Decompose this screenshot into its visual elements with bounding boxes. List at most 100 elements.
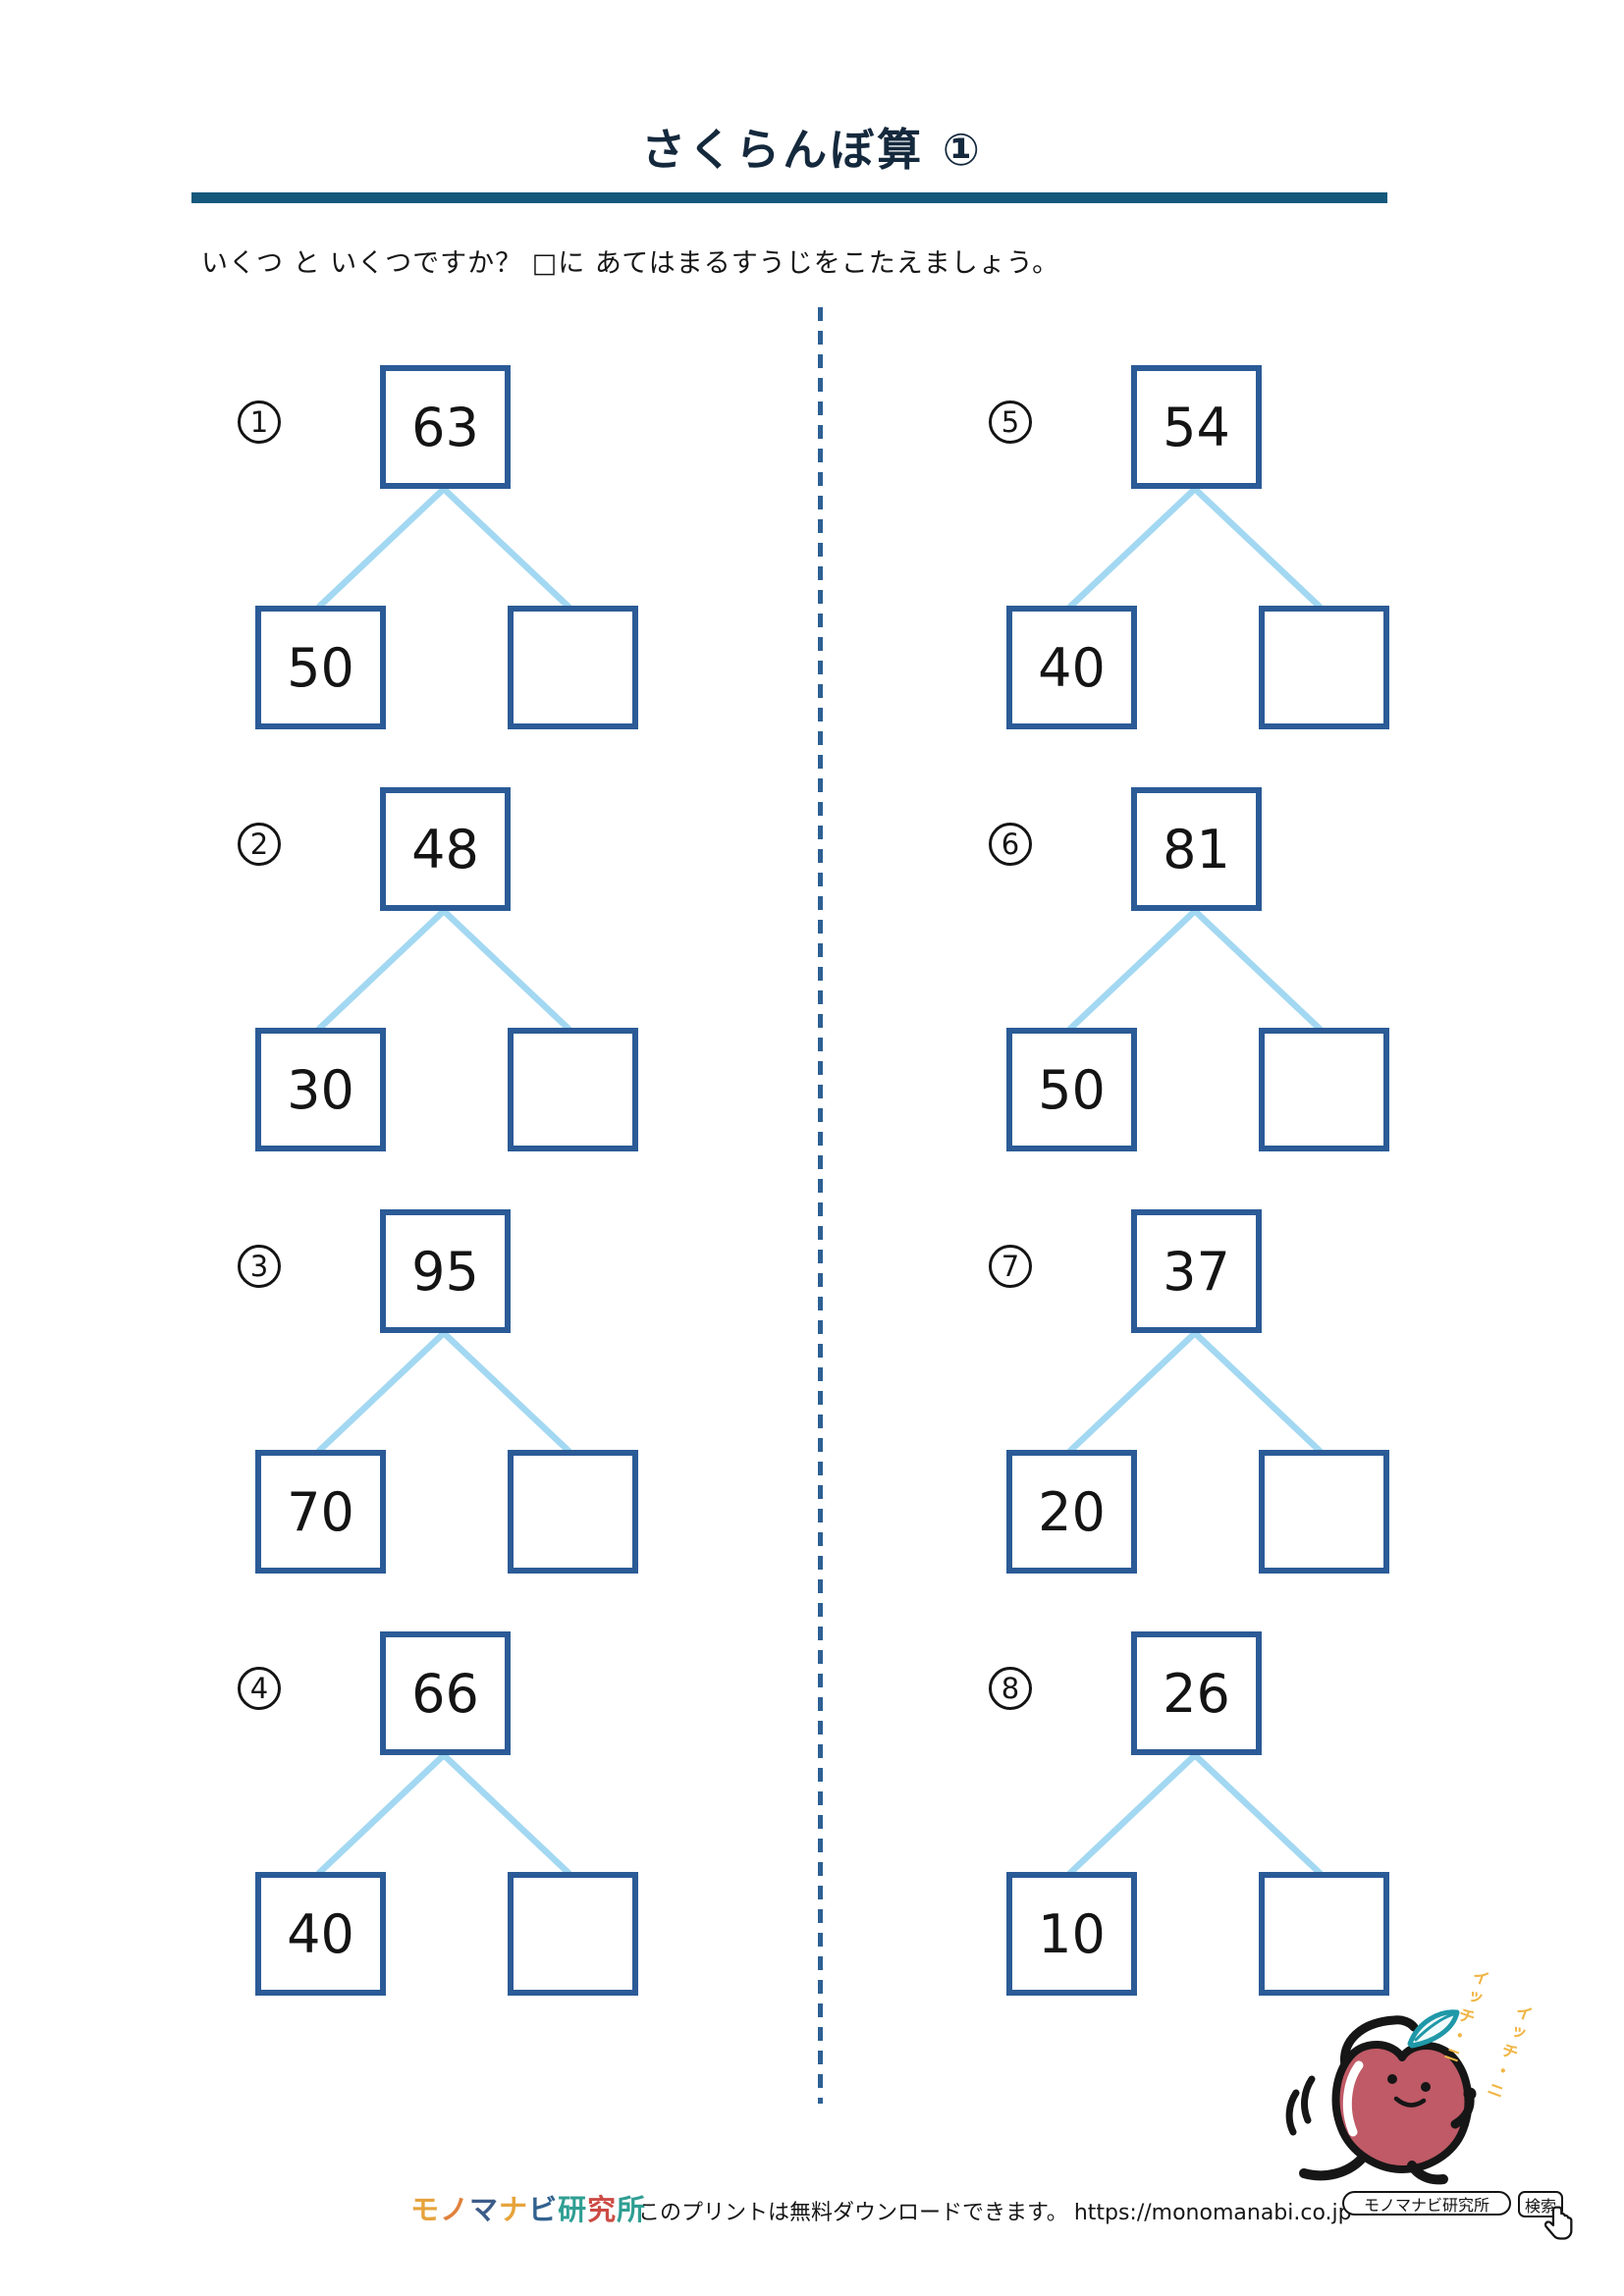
problem-4: 4 66 40 <box>226 1631 658 1997</box>
known-part-box: 50 <box>255 606 386 729</box>
problem-number: 3 <box>249 1250 269 1283</box>
total-box: 95 <box>380 1209 511 1333</box>
apple-mascot: イッチ・ニ イッチ・ニ <box>1263 1951 1597 2226</box>
total-box: 37 <box>1131 1209 1262 1333</box>
logo-char: 究 <box>587 2193 618 2226</box>
problem-number: 6 <box>1001 828 1020 861</box>
footer-url[interactable]: https://monomanabi.co.jp <box>1073 2201 1352 2225</box>
logo-char: モ <box>410 2193 441 2226</box>
known-part-value: 20 <box>1038 1480 1106 1543</box>
apple-highlight <box>1342 2060 1364 2137</box>
known-part-box: 70 <box>255 1450 386 1574</box>
answer-box[interactable] <box>1259 1028 1389 1151</box>
apple-smile <box>1393 2096 1427 2108</box>
page-title: さくらんぼ算 ① <box>641 124 983 176</box>
problem-number-badge: 6 <box>989 823 1032 866</box>
logo-char: 研 <box>558 2193 588 2226</box>
total-value: 26 <box>1163 1662 1230 1725</box>
problem-6: 6 81 50 <box>977 787 1409 1152</box>
answer-box[interactable] <box>1259 1872 1389 1996</box>
answer-box[interactable] <box>1259 606 1389 729</box>
problem-3: 3 95 70 <box>226 1209 658 1575</box>
known-part-box: 50 <box>1006 1028 1137 1151</box>
footer-note-line: このプリントは無料ダウンロードできます。https://monomanabi.c… <box>638 2195 1352 2226</box>
total-value: 54 <box>1163 396 1230 458</box>
apple-character-illustration <box>1285 2009 1477 2185</box>
problem-number-badge: 1 <box>238 400 281 444</box>
total-value: 81 <box>1163 818 1230 881</box>
total-box: 66 <box>380 1631 511 1755</box>
problem-number-badge: 2 <box>238 823 281 866</box>
leaf-icon <box>1407 2009 1460 2049</box>
motion-line <box>1301 2075 1316 2124</box>
known-part-value: 40 <box>287 1902 354 1965</box>
known-part-value: 70 <box>287 1480 354 1543</box>
branch-lines <box>1066 1329 1324 1455</box>
total-box: 54 <box>1131 365 1262 489</box>
problem-2: 2 48 30 <box>226 787 658 1152</box>
cursor-hand-icon <box>1543 2206 1573 2240</box>
branch-lines <box>1066 907 1324 1033</box>
problem-number: 8 <box>1001 1672 1020 1705</box>
branch-lines <box>315 485 572 611</box>
motion-line <box>1285 2089 1300 2136</box>
problem-8: 8 26 10 <box>977 1631 1409 1997</box>
problem-number: 5 <box>1001 405 1020 439</box>
column-separator <box>818 307 823 2104</box>
branch-lines <box>1066 485 1324 611</box>
instruction-text: いくつ と いくつですか？ □に あてはまるすうじをこたえましょう。 <box>201 248 1060 279</box>
apple-eye <box>1387 2074 1397 2084</box>
problem-number-badge: 4 <box>238 1667 281 1710</box>
branch-lines <box>315 1329 572 1455</box>
title-underline <box>191 192 1387 203</box>
known-part-value: 30 <box>287 1058 354 1121</box>
problem-number: 7 <box>1001 1250 1020 1283</box>
problem-number-badge: 5 <box>989 400 1032 444</box>
known-part-box: 40 <box>1006 606 1137 729</box>
site-logo: モノマナビ研究所 <box>410 2187 646 2228</box>
answer-box[interactable] <box>508 606 638 729</box>
logo-char: マ <box>469 2193 500 2226</box>
footer-note: このプリントは無料ダウンロードできます。 <box>638 2201 1068 2225</box>
apple-eye <box>1421 2082 1431 2092</box>
search-button-label: 検索 <box>1524 2196 1556 2216</box>
branch-lines <box>315 1751 572 1877</box>
problem-number-badge: 8 <box>989 1667 1032 1710</box>
search-input[interactable]: モノマナビ研究所 <box>1342 2191 1511 2216</box>
total-box: 48 <box>380 787 511 911</box>
total-box: 63 <box>380 365 511 489</box>
total-value: 37 <box>1163 1240 1230 1303</box>
problem-number-badge: 7 <box>989 1245 1032 1288</box>
known-part-box: 30 <box>255 1028 386 1151</box>
answer-box[interactable] <box>1259 1450 1389 1574</box>
apple-arm <box>1340 2015 1419 2070</box>
known-part-value: 50 <box>287 636 354 699</box>
problem-number: 4 <box>249 1672 269 1705</box>
total-value: 95 <box>411 1240 479 1303</box>
known-part-value: 10 <box>1038 1902 1106 1965</box>
known-part-box: 10 <box>1006 1872 1137 1996</box>
apple-leg <box>1299 2155 1366 2181</box>
total-value: 48 <box>411 818 479 881</box>
apple-leg <box>1407 2161 1448 2185</box>
logo-char: 所 <box>617 2193 647 2226</box>
problem-1: 1 63 50 <box>226 365 658 730</box>
problem-number: 1 <box>249 405 269 439</box>
logo-char: ノ <box>440 2193 470 2226</box>
apple-fist <box>1463 2087 1477 2101</box>
problem-5: 5 54 40 <box>977 365 1409 730</box>
problem-number: 2 <box>249 828 269 861</box>
answer-box[interactable] <box>508 1872 638 1996</box>
mascot-cheer-text: イッチ・ニ <box>1480 2000 1535 2105</box>
logo-char: ビ <box>528 2193 559 2226</box>
branch-lines <box>315 907 572 1033</box>
problem-number-badge: 3 <box>238 1245 281 1288</box>
known-part-value: 50 <box>1038 1058 1106 1121</box>
apple-body <box>1331 2040 1473 2173</box>
answer-box[interactable] <box>508 1028 638 1151</box>
answer-box[interactable] <box>508 1450 638 1574</box>
total-box: 81 <box>1131 787 1262 911</box>
logo-char: ナ <box>499 2193 529 2226</box>
problem-7: 7 37 20 <box>977 1209 1409 1575</box>
